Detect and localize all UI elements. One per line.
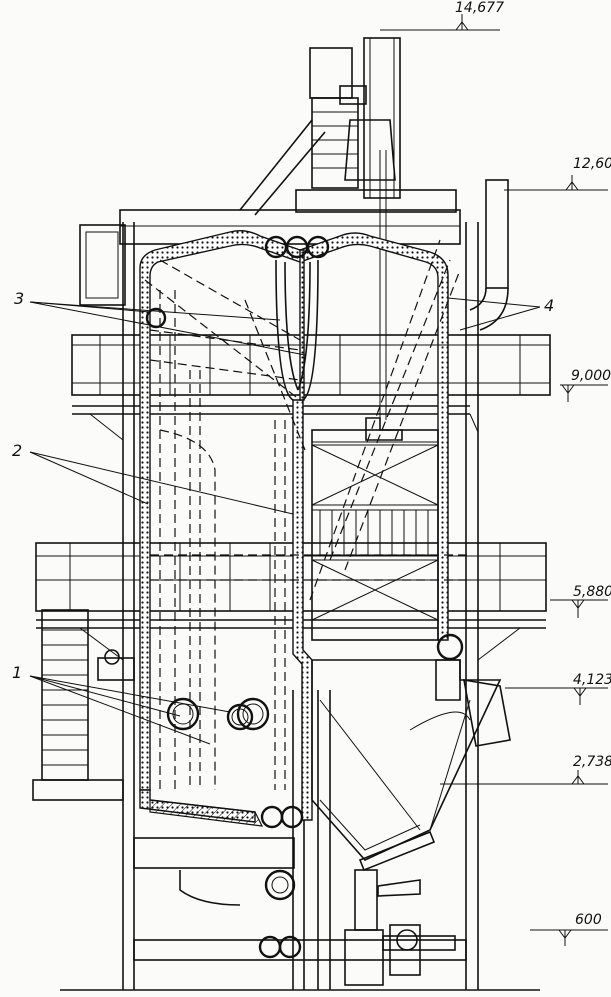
elevation-label-5880: 5,880 xyxy=(573,584,611,600)
callout-label-3: 3 xyxy=(14,289,24,308)
elevation-label-1260: 12,60 xyxy=(573,156,611,172)
top-equipment xyxy=(239,37,509,441)
elevation-label-600: 600 xyxy=(575,912,602,928)
callout-label-1: 1 xyxy=(12,663,22,682)
labels: 14,677 12,60 9,000 5,880 4,123 2,738 600… xyxy=(12,0,611,928)
elevation-label-14677: 14,677 xyxy=(455,0,504,16)
elevation-label-9000: 9,000 xyxy=(571,368,611,384)
elevation-markers xyxy=(380,14,608,946)
boiler-shell xyxy=(139,229,511,986)
elevation-label-4123: 4,123 xyxy=(573,672,611,688)
callout-label-2: 2 xyxy=(12,441,22,460)
callout-leaders xyxy=(29,297,541,745)
elevation-label-2738: 2,738 xyxy=(573,754,611,770)
support-frame xyxy=(32,189,551,991)
drums xyxy=(97,235,464,959)
callout-label-4: 4 xyxy=(544,296,554,315)
